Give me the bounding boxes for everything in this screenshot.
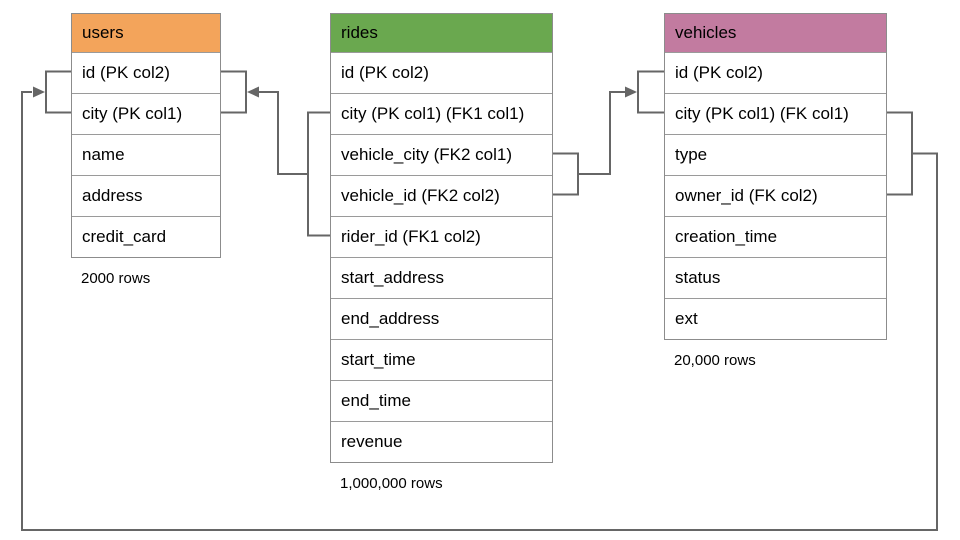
column-row: start_address <box>331 257 552 298</box>
connector-line <box>578 91 634 175</box>
column-row: id (PK col2) <box>331 52 552 93</box>
table-box: users id (PK col2) city (PK col1) name addr… <box>71 13 221 258</box>
column-row: vehicle_id (FK2 col2) <box>331 175 552 216</box>
column-row: city (PK col1) (FK col1) <box>665 93 886 134</box>
table-title: rides <box>341 23 378 42</box>
column-row: revenue <box>331 421 552 462</box>
column-row: start_time <box>331 339 552 380</box>
vehicles-right-bracket <box>887 111 913 196</box>
column-label: credit_card <box>82 227 167 246</box>
column-row: vehicle_city (FK2 col1) <box>331 134 552 175</box>
row-count-label: 2000 rows <box>81 270 151 287</box>
connector-vehicles-to-users <box>21 70 938 531</box>
users-left-bracket <box>45 70 71 114</box>
column-label: status <box>675 268 721 287</box>
column-label: vehicle_id (FK2 col2) <box>341 186 500 205</box>
column-label: id (PK col2) <box>675 63 763 82</box>
column-label: creation_time <box>675 227 778 246</box>
column-row: creation_time <box>665 216 886 257</box>
column-row: rider_id (FK1 col2) <box>331 216 552 257</box>
users-right-bracket <box>221 70 247 114</box>
column-row: city (PK col1) (FK1 col1) <box>331 93 552 134</box>
column-label: city (PK col1) (FK col1) <box>675 104 849 123</box>
arrowhead-icon <box>625 86 637 98</box>
column-label: vehicle_city (FK2 col1) <box>341 145 513 164</box>
column-label: address <box>82 186 143 205</box>
arrowhead-icon <box>247 86 259 98</box>
arrowhead-icon <box>33 86 45 98</box>
table-header: rides <box>331 14 552 52</box>
column-row: owner_id (FK col2) <box>665 175 886 216</box>
column-row: city (PK col1) <box>72 93 220 134</box>
connector-line <box>21 91 938 531</box>
column-label: rider_id (FK1 col2) <box>341 227 481 246</box>
table-rides: rides id (PK col2) city (PK col1) (FK1 co… <box>330 13 553 492</box>
table-vehicles: vehicles id (PK col2) city (PK col1) (FK … <box>664 13 887 369</box>
column-row: end_time <box>331 380 552 421</box>
column-label: end_time <box>341 391 411 410</box>
column-label: city (PK col1) <box>82 104 183 123</box>
column-label: id (PK col2) <box>82 63 170 82</box>
rides-left-bracket <box>307 111 330 237</box>
table-header: vehicles <box>665 14 886 52</box>
column-label: id (PK col2) <box>341 63 429 82</box>
connector-rides-to-vehicles <box>553 70 664 196</box>
column-label: type <box>675 145 708 164</box>
column-row: ext <box>665 298 886 339</box>
column-row: id (PK col2) <box>665 52 886 93</box>
rides-right-bracket <box>553 152 579 196</box>
column-label: owner_id (FK col2) <box>675 186 818 205</box>
column-row: id (PK col2) <box>72 52 220 93</box>
column-row: credit_card <box>72 216 220 257</box>
column-label: ext <box>675 309 698 328</box>
table-box: rides id (PK col2) city (PK col1) (FK1 co… <box>330 13 553 463</box>
column-row: address <box>72 175 220 216</box>
table-users: users id (PK col2) city (PK col1) name addr… <box>71 13 221 287</box>
table-title: users <box>82 23 124 42</box>
table-header: users <box>72 14 220 52</box>
column-row: name <box>72 134 220 175</box>
column-label: revenue <box>341 432 403 451</box>
connector-rides-to-users <box>221 70 330 237</box>
table-title: vehicles <box>675 23 737 42</box>
table-box: vehicles id (PK col2) city (PK col1) (FK … <box>664 13 887 340</box>
connector-line <box>250 91 308 175</box>
column-label: start_address <box>341 268 444 287</box>
vehicles-left-bracket <box>637 70 664 114</box>
row-count-label: 1,000,000 rows <box>340 475 443 492</box>
column-label: end_address <box>341 309 440 328</box>
column-row: end_address <box>331 298 552 339</box>
column-row: type <box>665 134 886 175</box>
column-label: city (PK col1) (FK1 col1) <box>341 104 525 123</box>
column-label: name <box>82 145 125 164</box>
column-label: start_time <box>341 350 416 369</box>
column-row: status <box>665 257 886 298</box>
row-count-label: 20,000 rows <box>674 352 756 369</box>
